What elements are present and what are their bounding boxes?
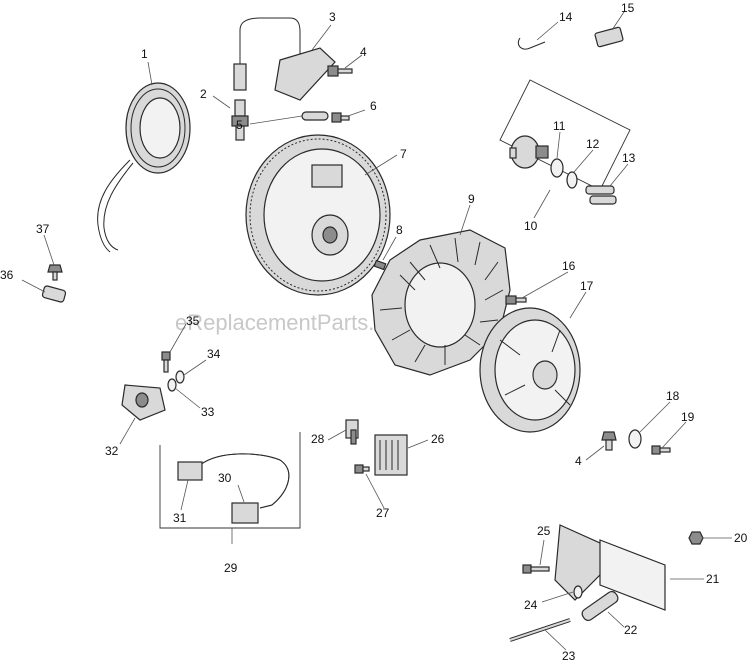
callout-35: 35 [186,314,200,328]
part-cooling-fan[interactable] [371,229,511,376]
callout-19: 19 [681,410,695,424]
part-clip[interactable] [301,111,329,121]
part-ignition-switch[interactable] [509,135,549,169]
part-screw-35[interactable] [161,351,171,373]
part-wiring-harness[interactable] [177,453,290,509]
callout-32: 32 [105,444,119,458]
callout-29: 29 [224,561,238,575]
part-ignition-keys[interactable] [585,185,617,205]
callout-26: 26 [431,432,445,446]
kit-group-10 [499,79,631,191]
callout-15: 15 [621,1,635,15]
part-screw-16[interactable] [505,295,527,305]
part-harness-connector[interactable] [231,502,259,524]
part-spark-plug[interactable] [231,99,249,141]
callout-22: 22 [624,623,638,637]
part-switch-32[interactable] [121,384,166,421]
callout-10: 10 [524,219,538,233]
callout-17: 17 [580,279,594,293]
kit-group-29 [159,432,301,529]
part-rectifier[interactable] [374,434,408,476]
callout-31: 31 [173,511,187,525]
callout-18: 18 [666,389,680,403]
callout-34: 34 [207,347,221,361]
part-clamp[interactable] [517,37,546,50]
part-connector[interactable] [594,26,624,48]
part-screw-4a[interactable] [327,65,353,77]
callout-1: 1 [141,47,148,61]
callout-2: 2 [200,87,207,101]
callout-4b: 4 [575,454,582,468]
part-washer-18[interactable] [628,429,642,449]
part-bolt-19[interactable] [651,445,671,455]
callout-23: 23 [562,649,576,663]
callout-16: 16 [562,259,576,273]
part-screw-4b[interactable] [601,431,617,451]
part-screw-37[interactable] [47,264,63,281]
part-o-ring[interactable] [167,378,177,392]
part-screw-27[interactable] [354,464,370,474]
part-screw-6[interactable] [331,112,350,123]
part-spacer[interactable] [580,590,620,623]
part-ignition-module[interactable] [233,17,336,101]
part-grass-screen[interactable] [479,307,581,433]
callout-21: 21 [706,572,720,586]
callout-12: 12 [586,137,600,151]
callout-25: 25 [537,524,551,538]
callout-11: 11 [553,119,566,133]
callout-3: 3 [329,10,336,24]
part-bracket[interactable] [554,524,666,611]
callout-24: 24 [524,598,538,612]
part-terminal[interactable] [345,419,359,445]
callout-5: 5 [236,118,243,132]
part-flywheel-key[interactable] [373,259,387,271]
part-nut-20[interactable] [688,531,704,545]
part-rod[interactable] [509,618,571,642]
part-flywheel[interactable] [245,134,391,296]
leader-lines [21,11,732,651]
callout-36: 36 [0,268,14,282]
callout-14: 14 [559,10,573,24]
callout-30: 30 [218,471,232,485]
callout-13: 13 [622,151,636,165]
part-washer-34[interactable] [175,370,185,384]
part-stator[interactable] [97,82,191,253]
callout-6: 6 [370,99,377,113]
callout-7: 7 [400,147,407,161]
callout-8: 8 [396,223,403,237]
callout-28: 28 [311,432,325,446]
callout-33: 33 [201,405,215,419]
callout-9: 9 [468,192,475,206]
callout-4a: 4 [360,45,367,59]
callout-27: 27 [376,506,390,520]
callout-37: 37 [36,222,50,236]
part-bolt-25[interactable] [522,564,550,574]
part-clip-36[interactable] [41,285,67,303]
callout-20: 20 [734,531,748,545]
part-switch-washer[interactable] [550,158,578,189]
part-washer-24[interactable] [573,585,583,599]
